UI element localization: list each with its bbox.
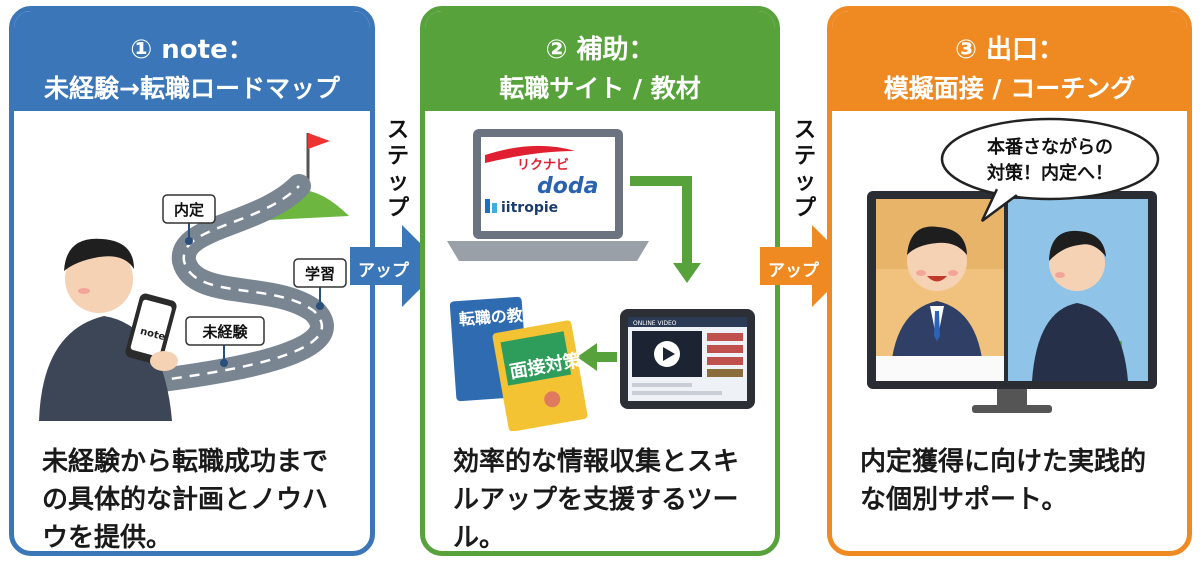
panel-description: 内定獲得に向けた実践的な個別サポート。: [860, 447, 1147, 515]
person-face: [65, 245, 133, 313]
tools-illustration: リクナビ doda iitropie ONLINE VIDEO 転職の教科書 面…: [447, 129, 755, 431]
label-goal-box: [162, 194, 216, 224]
step-up-label: アップ: [358, 261, 409, 281]
panel-subtitle: 未経験→転職ロードマップ: [44, 74, 340, 103]
arrow-right-icon: [350, 225, 443, 307]
label-goal: 内定: [174, 201, 204, 219]
step-up-arrow: アップ: [350, 225, 445, 307]
panel-title: ① note：: [130, 35, 254, 65]
panel-header: ③ 出口： 模擬面接 / コーチング: [832, 11, 1187, 111]
panel-subtitle: 転職サイト / 教材: [499, 74, 701, 103]
panel-description: 未経験から転職成功までの具体的な計画とノウハウを提供。: [42, 447, 329, 553]
label-study-box: [293, 258, 347, 288]
speech-bubble: [940, 117, 1160, 201]
panel-title: ③ 出口：: [954, 35, 1065, 65]
candidate-body: [1032, 303, 1128, 381]
panel-description: 効率的な情報収集とスキルアップを支援するツール。: [453, 447, 740, 553]
speech-line1: 本番さながらの: [987, 136, 1113, 158]
panel-exit: ③ 出口： 模擬面接 / コーチング 本番さながらの 対策！内定へ！ 内定獲得に…: [827, 6, 1192, 556]
roadmap-illustration: 内定 学習 未経験 note: [39, 133, 349, 421]
interviewer-face: [907, 231, 967, 291]
panel-subtitle: 模擬面接 / コーチング: [883, 74, 1136, 103]
label-start: 未経験: [201, 323, 248, 341]
interview-illustration: 本番さながらの 対策！内定へ！: [867, 117, 1160, 413]
label-start-box: [185, 316, 265, 346]
label-study: 学習: [305, 265, 335, 283]
tie-icon: [934, 311, 940, 341]
tablet-header-label: ONLINE VIDEO: [633, 320, 677, 327]
panel-note: ① note： 未経験→転職ロードマップ 内定 学習 未経験 note: [9, 6, 375, 556]
road-line: [153, 185, 324, 383]
step-label-vertical: ステップ: [386, 118, 409, 221]
person-hair: [64, 238, 134, 271]
logo-rikunabi: リクナビ: [517, 157, 569, 173]
panel-support: ② 補助： 転職サイト / 教材 リクナビ doda iitropie ONLI…: [420, 6, 780, 556]
panel-header: ① note： 未経験→転職ロードマップ: [14, 11, 370, 111]
panel-title: ② 補助：: [545, 35, 655, 65]
flag-icon: [308, 133, 330, 149]
logo-doda: doda: [537, 174, 598, 199]
speech-line2: 対策！内定へ！: [986, 162, 1113, 184]
step-up-label: アップ: [768, 261, 819, 281]
panel-header: ② 補助： 転職サイト / 教材: [425, 11, 775, 111]
logo-iitropie: iitropie: [501, 200, 558, 216]
step-label-vertical: ステップ: [793, 118, 816, 221]
flow-arrow-down: [630, 176, 692, 266]
